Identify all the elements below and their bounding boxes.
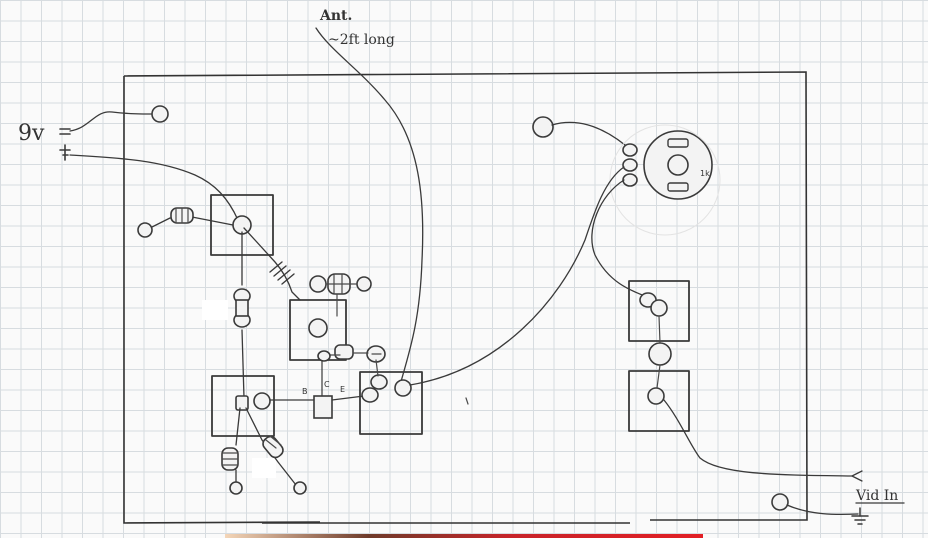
pad-hole [137, 222, 153, 238]
potentiometer [622, 130, 713, 200]
pot-wiper-terminal [532, 116, 554, 138]
potentiometer-label: 1k [700, 169, 710, 178]
vertical-wire-left [241, 231, 245, 399]
battery-label: 9v [18, 121, 45, 146]
pad-hole [253, 392, 271, 410]
ground-terminal [151, 105, 169, 123]
pad-hole [293, 481, 307, 495]
transistor-emitter-label: E [340, 385, 345, 394]
ground-icon [851, 507, 869, 525]
resistor-top-left [170, 207, 194, 224]
pad-hole [229, 481, 243, 495]
capacitor-top-middle [309, 273, 372, 317]
pad-hole [308, 318, 328, 338]
antenna-wire [315, 27, 424, 386]
pad-block-middle [289, 299, 347, 361]
video-arrow-icon [851, 470, 863, 482]
pad-block-right-top [628, 280, 690, 342]
battery-symbol [59, 128, 71, 161]
pad-block-output [359, 371, 423, 435]
capacitor-left-vertical [233, 288, 251, 328]
pot-outline-faint [609, 124, 721, 236]
antenna-label: Ant. [319, 8, 352, 24]
board-outline [123, 71, 808, 524]
erased-patch [202, 300, 228, 320]
pot-to-output-wire [591, 179, 651, 299]
right-components [639, 292, 672, 405]
pad-hole [394, 379, 412, 397]
output-to-pot-wire [409, 166, 625, 386]
transistor-collector-label: C [324, 380, 330, 389]
resistor-bottom-left-diagonal [262, 435, 284, 459]
photo-edge-strip [225, 534, 703, 538]
resistor-bottom-left-vertical [221, 447, 239, 471]
pad-hole [232, 215, 252, 235]
pad-block-bottom-left [211, 375, 275, 437]
antenna-length-label: ~2ft long [328, 32, 395, 48]
pad-hole [235, 395, 249, 411]
pot-wiper-wire [551, 121, 626, 146]
video-ground-wire [786, 504, 859, 516]
battery-negative-wire [69, 111, 156, 132]
ground-terminal-video [771, 493, 789, 511]
erased-patch [252, 458, 276, 478]
video-signal-wire [663, 399, 853, 477]
coil-lead [243, 227, 301, 301]
inductor-coil [269, 261, 295, 285]
resistor-output [361, 359, 388, 403]
video-in-label: Vid In [855, 488, 898, 504]
stray-mark [465, 397, 469, 405]
battery-positive-wire [69, 154, 239, 221]
capacitor-middle-right [328, 344, 386, 363]
resistor-lead [149, 216, 234, 229]
transistor [257, 350, 373, 419]
transistor-base-label: B [302, 387, 308, 396]
